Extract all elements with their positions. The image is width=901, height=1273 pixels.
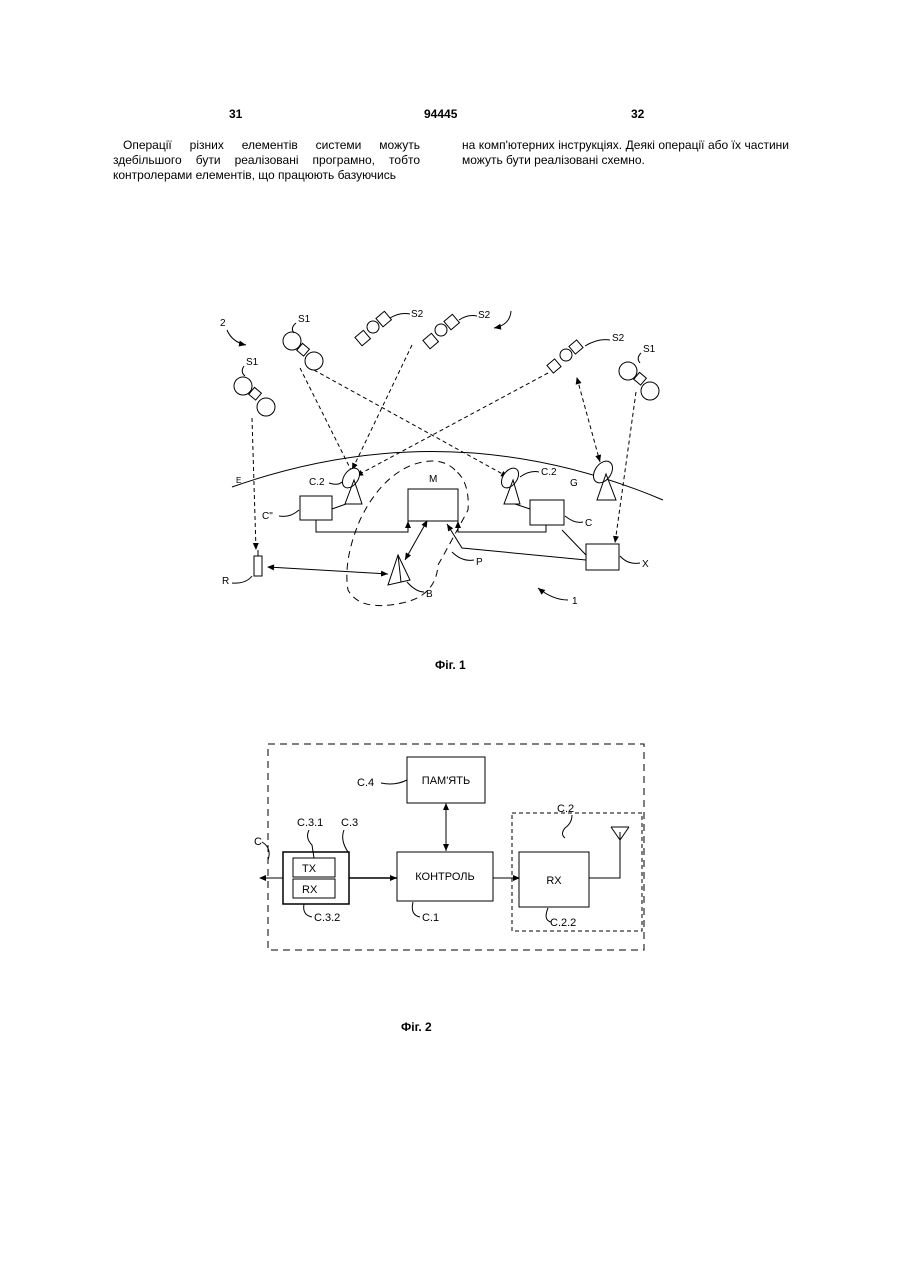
text-column-right: на комп'ютерних інструкціях. Деякі опера… [462,138,789,168]
label-s2-b: S2 [478,310,491,321]
document-number: 94445 [424,107,457,121]
terminal-b [388,555,410,585]
dish-c2-left [339,465,363,504]
label-c31: C.3.1 [297,817,323,829]
label-c4: C.4 [357,777,374,789]
c-dd-to-m [316,520,408,532]
satellite-s2-a [355,311,391,345]
box-c [530,500,564,525]
page-number-right: 32 [631,107,644,121]
link-s1right-x [615,392,636,543]
link-s2right-g [577,378,600,462]
label-c-double-prime: C" [262,511,273,522]
terminal-r [254,556,262,576]
satellite-s1-left [234,377,275,416]
label-earth: E [236,476,241,485]
satellite-s1-mid [283,332,323,370]
label-system-1: 1 [572,596,578,607]
label-s1-right: S1 [643,344,656,355]
antenna-icon [589,827,629,878]
x-to-m [447,524,586,560]
satellite-s2-right [547,340,583,373]
label-c2-right: C.2 [541,467,557,478]
text-column-left: Операції різних елементів системи можуть… [113,138,420,183]
label-c2-left: C.2 [309,477,325,488]
label-c32: C.3.2 [314,912,340,924]
box-c-double-prime [300,496,332,520]
tx-label: TX [302,863,317,875]
system-arrow-top [494,311,511,328]
label-s1-left: S1 [246,357,259,368]
system-2-arrow [227,330,246,345]
control-label: КОНТРОЛЬ [415,871,474,883]
label-c: C [254,836,262,848]
dish-left-to-box [332,504,346,509]
dish-g [590,458,617,500]
paragraph-right: на комп'ютерних інструкціях. Деякі опера… [462,138,789,168]
x-to-c [562,530,586,555]
dish-right-to-box [515,504,530,509]
label-c22: C.2.2 [550,917,576,929]
dish-c2-right [498,465,522,504]
memory-label: ПАМ'ЯТЬ [422,775,470,787]
box-x [586,544,619,570]
link-s1mid-c2left [300,368,352,472]
label-g: G [570,478,578,489]
coverage-area-p [347,461,468,606]
label-c: C [585,518,592,529]
link-s1mid-c2right [314,370,508,477]
label-c3: C.3 [341,817,358,829]
label-c2: C.2 [557,803,574,815]
figure-1-caption: Фіг. 1 [435,658,466,672]
label-c1: C.1 [422,912,439,924]
label-system-2: 2 [220,318,226,329]
figure-2-diagram: ПАМ'ЯТЬ C.4 КОНТРОЛЬ C.1 RX C.2.2 C.2 TX… [0,735,901,960]
figure-1-diagram: E 2 S1 S1 S2 S2 S2 [0,300,901,640]
box-m [408,489,458,521]
satellite-s1-right [619,362,659,400]
label-x: X [642,559,649,570]
system-1-arrow [538,588,568,600]
satellite-s2-b [423,314,459,348]
label-p: P [476,557,483,568]
link-s1left-r [252,418,256,550]
label-r: R [222,576,229,587]
label-s2-right: S2 [612,333,625,344]
label-m: M [429,474,437,485]
link-s2right-c2left [356,373,548,476]
rx-label: RX [546,875,562,887]
r-to-b [268,567,388,574]
label-s2-a: S2 [411,309,424,320]
paragraph-left: Операції різних елементів системи можуть… [113,138,420,183]
figure-2-caption: Фіг. 2 [401,1020,432,1034]
rx-small-label: RX [302,884,318,896]
page-number-left: 31 [229,107,242,121]
label-s1-mid: S1 [298,314,311,325]
